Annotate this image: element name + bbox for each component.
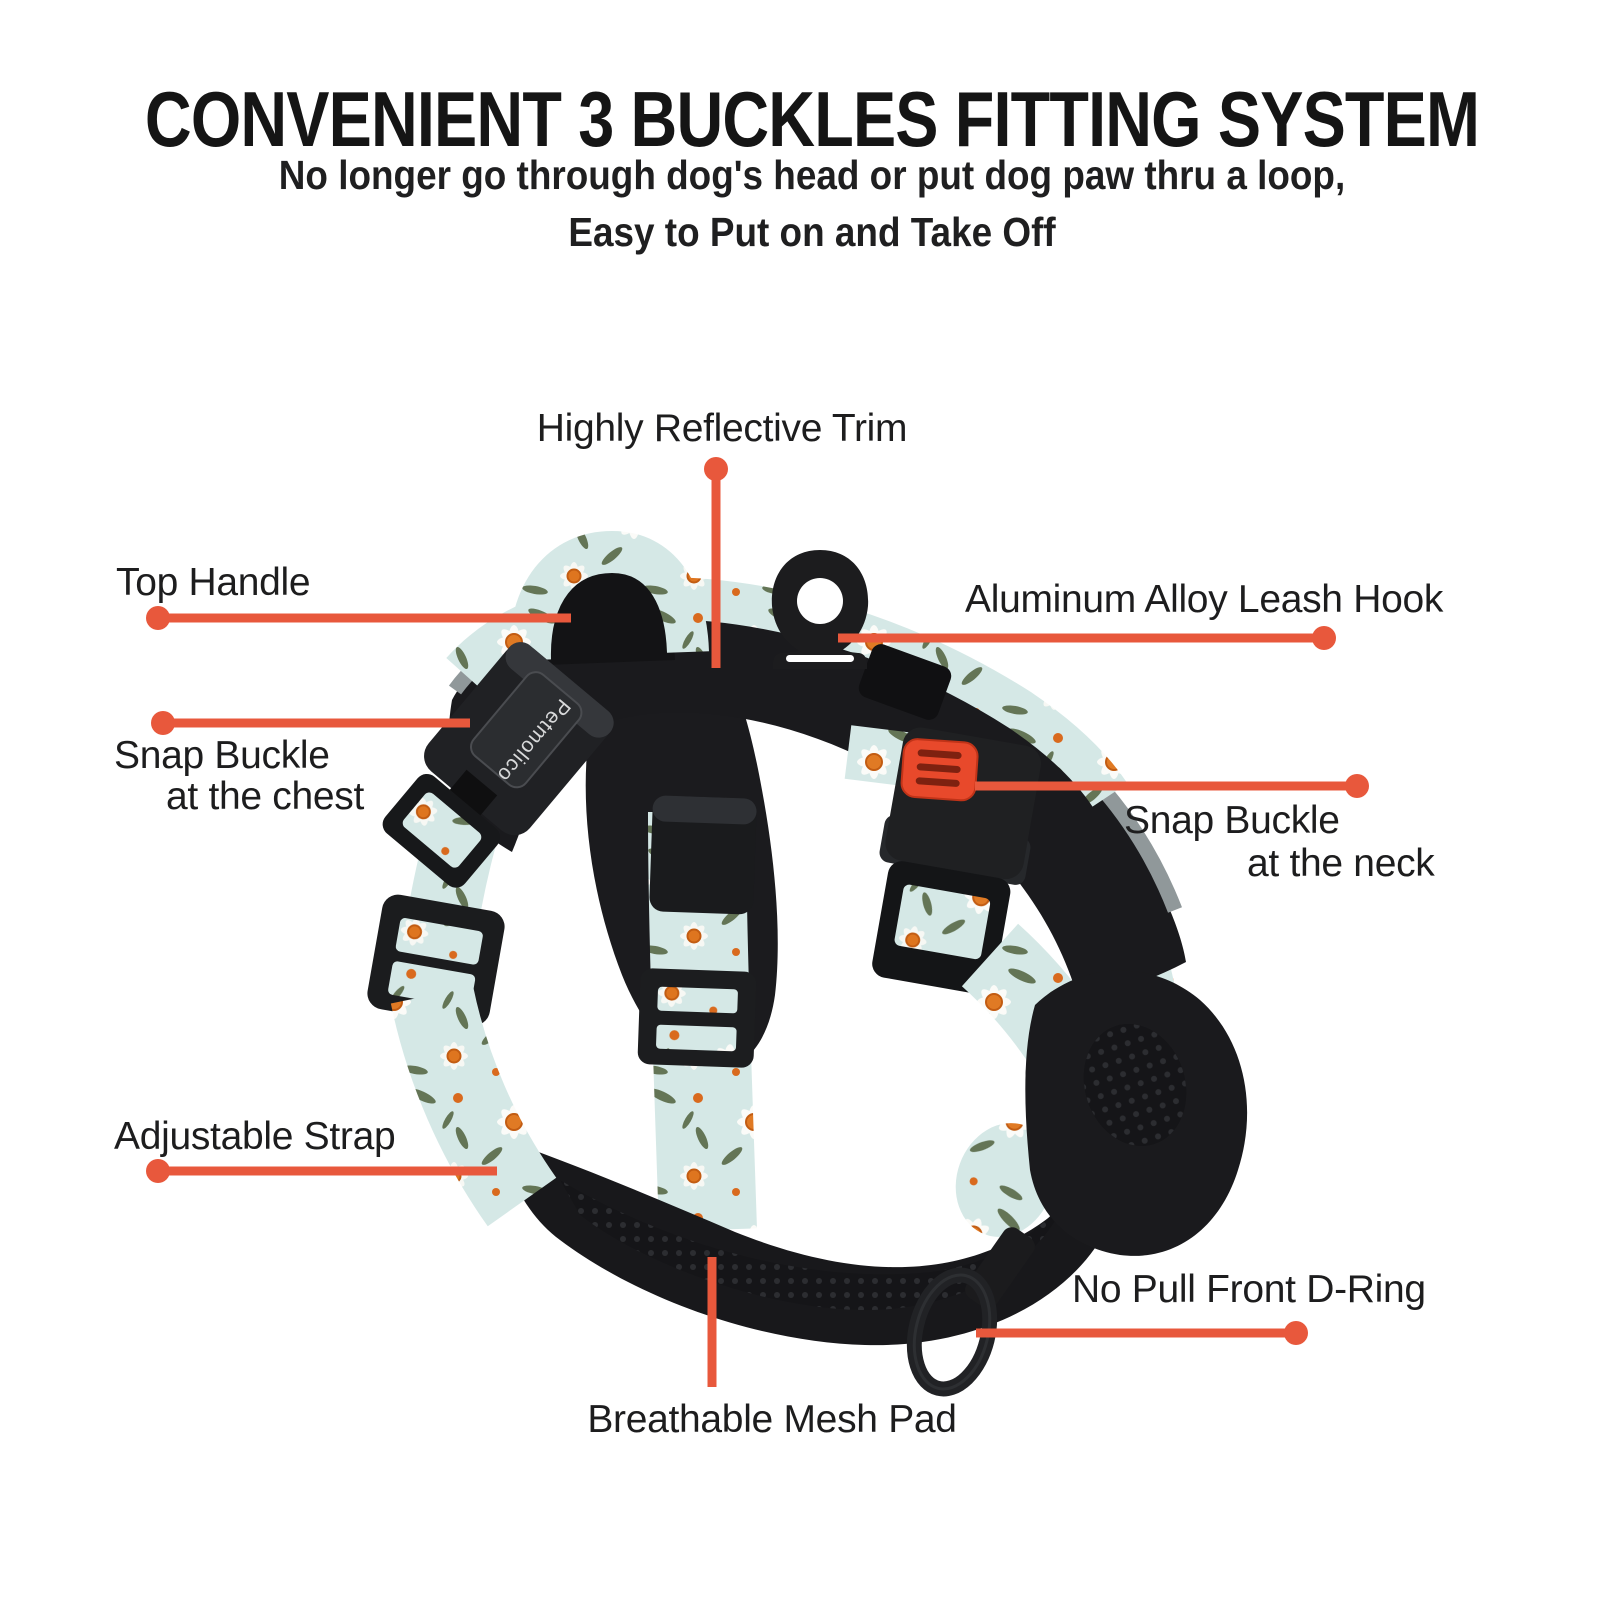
callout-line-snap-buckle-neck <box>975 774 1369 798</box>
mid-strap-slider <box>637 968 757 1068</box>
subtitle-line-1: No longer go through dog's head or put d… <box>278 152 1346 198</box>
front-d-ring <box>906 1267 998 1397</box>
label-top-handle: Top Handle <box>116 561 311 604</box>
top-handle-strap <box>508 530 709 661</box>
top-handle-inner-pad <box>545 565 675 665</box>
label-highly-reflective-trim: Highly Reflective Trim <box>536 407 908 450</box>
label-snap-buckle-chest-line1: Snap Buckle <box>114 734 330 777</box>
neck-buckle-release-button <box>900 738 979 802</box>
subtitle-line-2: Easy to Put on and Take Off <box>568 209 1056 255</box>
callout-line-leash-hook <box>838 626 1336 650</box>
label-breathable-mesh-pad: Breathable Mesh Pad <box>587 1398 957 1441</box>
chest-snap-buckle: Petmolico <box>382 642 614 888</box>
label-snap-buckle-neck-line1: Snap Buckle <box>1124 799 1340 842</box>
right-side-pad <box>965 970 1248 1309</box>
callout-line-snap-buckle-chest <box>151 711 470 735</box>
label-snap-buckle-neck-line2: at the neck <box>1247 842 1435 885</box>
page-title: CONVENIENT 3 BUCKLES FITTING SYSTEM <box>144 75 1480 163</box>
adjustable-strap-lower <box>390 986 557 1227</box>
callout-line-adjustable-strap <box>146 1159 497 1183</box>
label-snap-buckle-chest-line2: at the chest <box>166 775 365 818</box>
label-adjustable-strap: Adjustable Strap <box>114 1115 396 1158</box>
strap-keeper <box>858 644 952 720</box>
callout-line-highly-reflective-trim <box>704 457 728 668</box>
callout-line-front-d-ring <box>976 1321 1308 1345</box>
back-pad <box>448 612 1187 998</box>
mid-strap-connector <box>649 795 757 915</box>
label-no-pull-front-d-ring: No Pull Front D-Ring <box>1072 1268 1426 1311</box>
callout-lines <box>146 457 1369 1387</box>
callout-line-top-handle <box>146 606 571 630</box>
neck-snap-buckle <box>872 727 1042 995</box>
label-aluminum-alloy-leash-hook: Aluminum Alloy Leash Hook <box>965 578 1444 621</box>
